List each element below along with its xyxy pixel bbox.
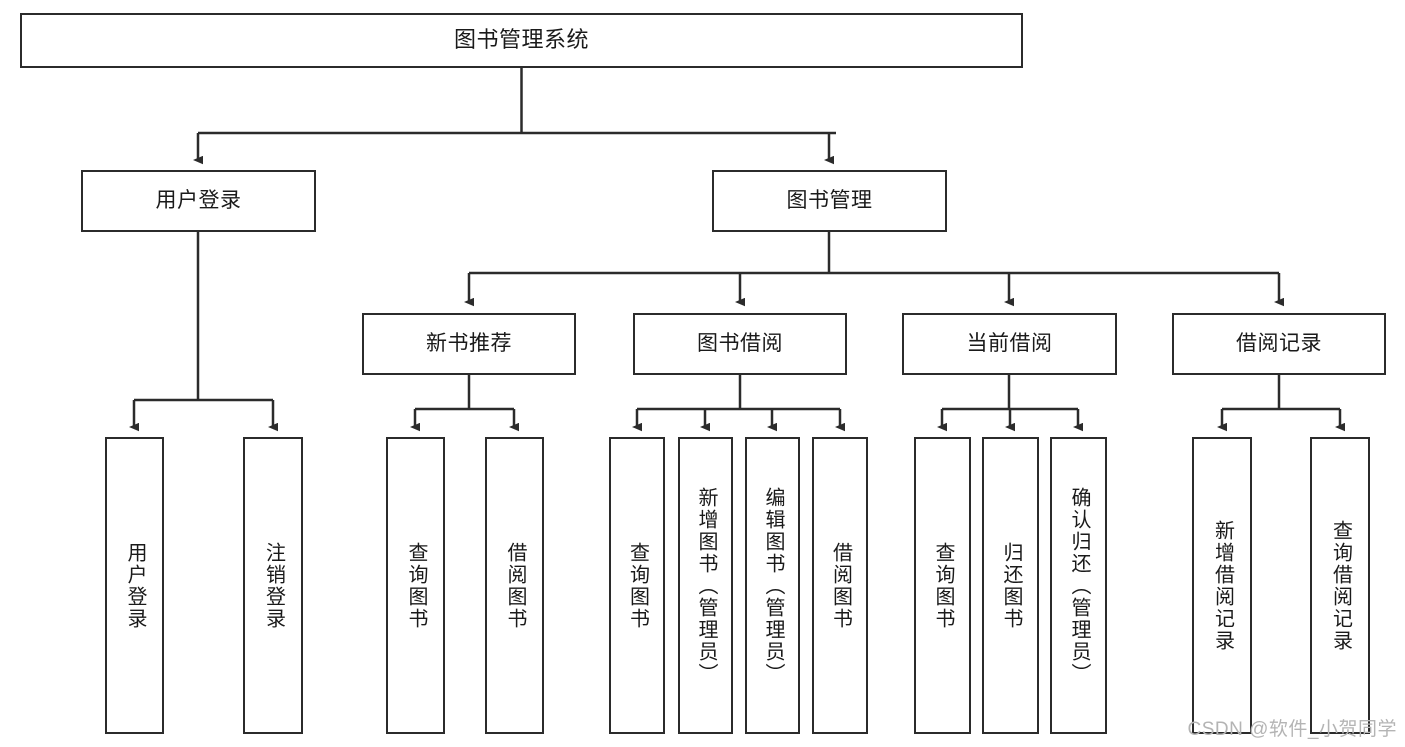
node-root-system[interactable]: 图书管理系统 [20, 13, 1023, 68]
node-label: 借阅记录 [1236, 332, 1322, 356]
edge-group-current-borrow [937, 375, 1083, 432]
node-leaf-edit-book-admin[interactable]: 编辑图书（管理员） [745, 437, 800, 734]
node-leaf-query-borrow-record[interactable]: 查询借阅记录 [1310, 437, 1370, 734]
node-new-book-rec[interactable]: 新书推荐 [362, 313, 576, 375]
node-label: 注销登录 [262, 541, 285, 630]
node-leaf-query-book-borrow[interactable]: 查询图书 [609, 437, 665, 734]
node-leaf-borrow-book[interactable]: 借阅图书 [812, 437, 868, 734]
node-leaf-return-book[interactable]: 归还图书 [982, 437, 1039, 734]
node-label: 用户登录 [124, 541, 146, 630]
edge-group-book-manage [464, 232, 1284, 307]
watermark-text: CSDN @软件_小贺同学 [1187, 719, 1397, 740]
node-label: 确认归还（管理员） [1068, 486, 1090, 685]
node-label: 新增借阅记录 [1211, 519, 1234, 652]
edge-group-borrow-record [1217, 375, 1345, 432]
node-label: 图书管理系统 [453, 27, 589, 53]
node-label: 图书管理 [786, 189, 873, 213]
node-label: 查询图书 [932, 541, 954, 630]
edge-group-book-borrow [632, 375, 845, 432]
edge-group-root [193, 68, 836, 165]
node-current-borrow[interactable]: 当前借阅 [902, 313, 1117, 375]
node-label: 借阅图书 [504, 541, 526, 630]
node-label: 当前借阅 [966, 332, 1053, 356]
node-label: 查询借阅记录 [1329, 519, 1352, 652]
node-label: 新增图书（管理员） [695, 486, 717, 685]
node-leaf-add-borrow-record[interactable]: 新增借阅记录 [1192, 437, 1252, 734]
node-label: 新书推荐 [426, 332, 512, 356]
node-leaf-confirm-return-admin[interactable]: 确认归还（管理员） [1050, 437, 1107, 734]
node-leaf-borrow-book-rec[interactable]: 借阅图书 [485, 437, 544, 734]
node-leaf-user-login[interactable]: 用户登录 [105, 437, 164, 734]
edge-group-new-book-rec [410, 375, 519, 432]
edge-group-user-login [129, 232, 278, 432]
node-book-manage[interactable]: 图书管理 [712, 170, 947, 232]
node-leaf-user-logout[interactable]: 注销登录 [243, 437, 303, 734]
node-user-login[interactable]: 用户登录 [81, 170, 316, 232]
node-label: 查询图书 [626, 541, 649, 630]
node-label: 图书借阅 [697, 332, 783, 356]
node-leaf-add-book-admin[interactable]: 新增图书（管理员） [678, 437, 733, 734]
node-leaf-query-book-current[interactable]: 查询图书 [914, 437, 971, 734]
node-book-borrow[interactable]: 图书借阅 [633, 313, 847, 375]
node-label: 编辑图书（管理员） [762, 486, 784, 685]
node-label: 用户登录 [155, 189, 242, 213]
node-borrow-record[interactable]: 借阅记录 [1172, 313, 1386, 375]
node-label: 归还图书 [1000, 541, 1022, 630]
node-label: 查询图书 [405, 541, 427, 630]
node-label: 借阅图书 [829, 541, 852, 630]
node-leaf-query-book-rec[interactable]: 查询图书 [386, 437, 445, 734]
